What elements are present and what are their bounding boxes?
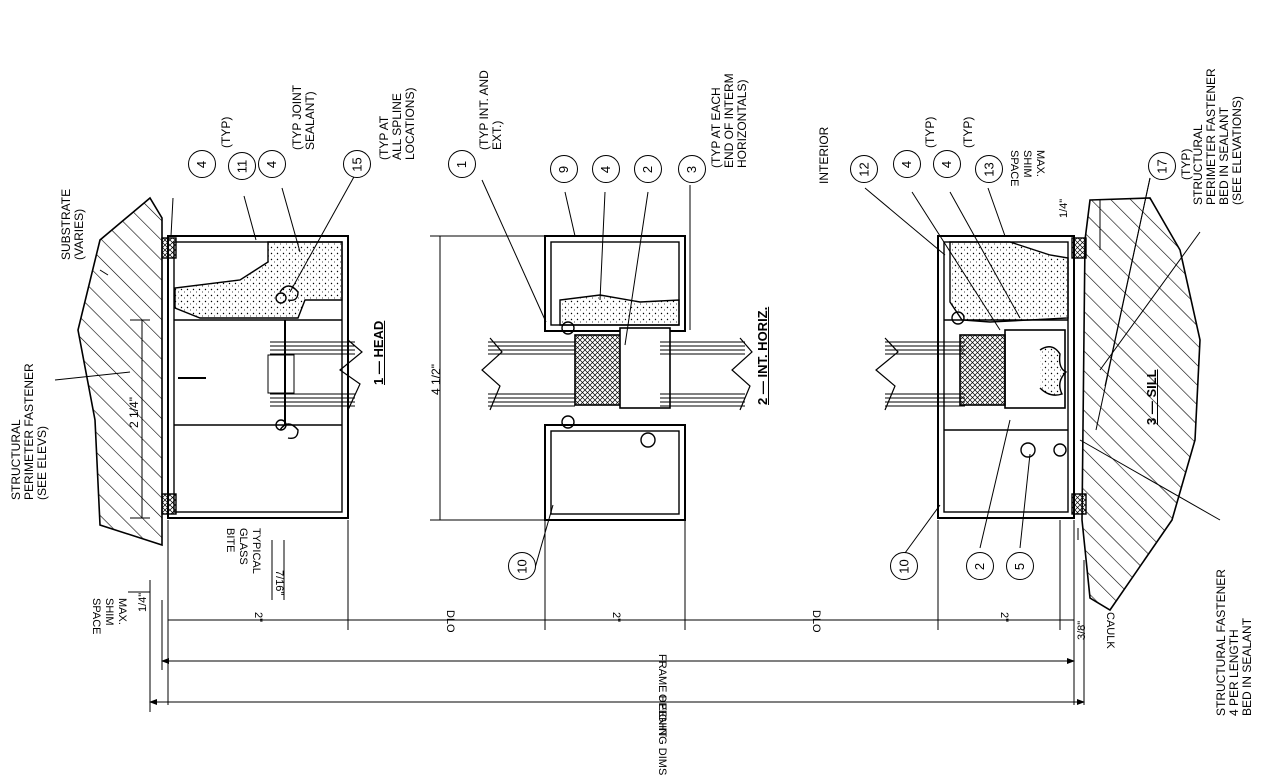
balloon-13: 13 [975,155,1003,183]
sill-substrate-hatch [1081,197,1201,612]
dim-glass-bite: 7/16" [273,570,285,596]
balloon-1: 1 [448,150,476,178]
label-typical-glass-bite: TYPICAL GLASS BITE [224,528,262,574]
horiz-frame-lower [544,424,686,521]
label-max-shim-left: MAX. SHIM SPACE [90,598,128,635]
label-max-shim-right: MAX. SHIM SPACE [1008,150,1046,187]
dim-dlo-b: DLO [810,610,822,633]
balloon-5: 5 [1006,552,1034,580]
horiz-section [430,179,753,569]
title-sill: 3 — SILL [1144,369,1159,425]
dim-opening-dims: OPENING DIMS [656,694,668,775]
callout-typ-joint-sealant: (TYP JOINT SEALANT) [290,84,317,150]
dim-frame-2c: 2" [998,612,1010,623]
callout-typ-sill-b: (TYP) [961,116,975,148]
sill-section [864,177,1221,705]
callout-typ-sill-a: (TYP) [923,116,937,148]
head-section [54,174,363,705]
dim-horiz-depth: 4 1/2" [429,364,443,395]
balloon-11: 11 [228,152,256,180]
callout-structural-perimeter-sill: STRUCTURAL PERIMETER FASTENER BED IN SEA… [1191,68,1244,205]
head-substrate-hatch [77,196,163,547]
callout-typ-int-ext: (TYP INT. AND EXT.) [477,70,504,150]
balloon-10-horiz: 10 [508,552,536,580]
balloon-4-sill-a: 4 [893,150,921,178]
sill-frame [937,235,1075,519]
balloon-15: 15 [343,150,371,178]
horiz-setting-block [574,334,626,406]
balloon-17: 17 [1148,152,1176,180]
dim-shim-right: 1/4" [1058,198,1070,218]
callout-typ-all-spline: (TYP AT ALL SPLINE LOCATIONS) [377,87,417,160]
title-head: 1 — HEAD [371,320,386,385]
balloon-4-head-b: 4 [258,150,286,178]
sill-sealant [949,241,1069,323]
callout-interior: INTERIOR [817,126,831,184]
dim-frame-2b: 2" [610,612,622,623]
dim-caulk: 3/8" [1076,620,1088,640]
callout-structural-perimeter-fastener: STRUCTURAL PERIMETER FASTENER (SEE ELEVS… [9,363,49,500]
horiz-sealant [559,294,680,326]
dim-frame-2a: 2" [252,612,264,623]
horiz-frame-upper [544,235,686,332]
label-caulk: CAULK [1104,612,1116,649]
dim-head-depth: 2 1/4" [127,397,141,428]
drawing-canvas [54,174,1221,712]
dimension-strings [128,520,1085,712]
balloon-4-horiz: 4 [592,155,620,183]
balloon-9: 9 [550,155,578,183]
callout-structural-fastener-sill: STRUCTURAL FASTENER 4 PER LENGTH BED IN … [1214,569,1254,716]
balloon-2-horiz: 2 [634,155,662,183]
balloon-4-head-a: 4 [188,150,216,178]
balloon-10-sill: 10 [890,552,918,580]
balloon-12: 12 [850,155,878,183]
head-joint-sealant [174,241,343,319]
callout-substrate: SUBSTRATE (VARIES) [59,188,86,260]
dim-dlo-a: DLO [444,610,456,633]
balloon-2-sill: 2 [966,552,994,580]
callout-typ-each-end: (TYP AT EACH END OF INTERM HORIZONTALS) [709,73,749,168]
head-frame [167,235,349,519]
sill-setting-block [959,334,1006,406]
balloon-4-sill-b: 4 [933,150,961,178]
title-horiz: 2 — INT. HORIZ. [755,306,770,405]
dim-shim-left: 1/4" [137,592,149,612]
callout-typ-head-4: (TYP) [219,116,233,148]
balloon-3: 3 [678,155,706,183]
